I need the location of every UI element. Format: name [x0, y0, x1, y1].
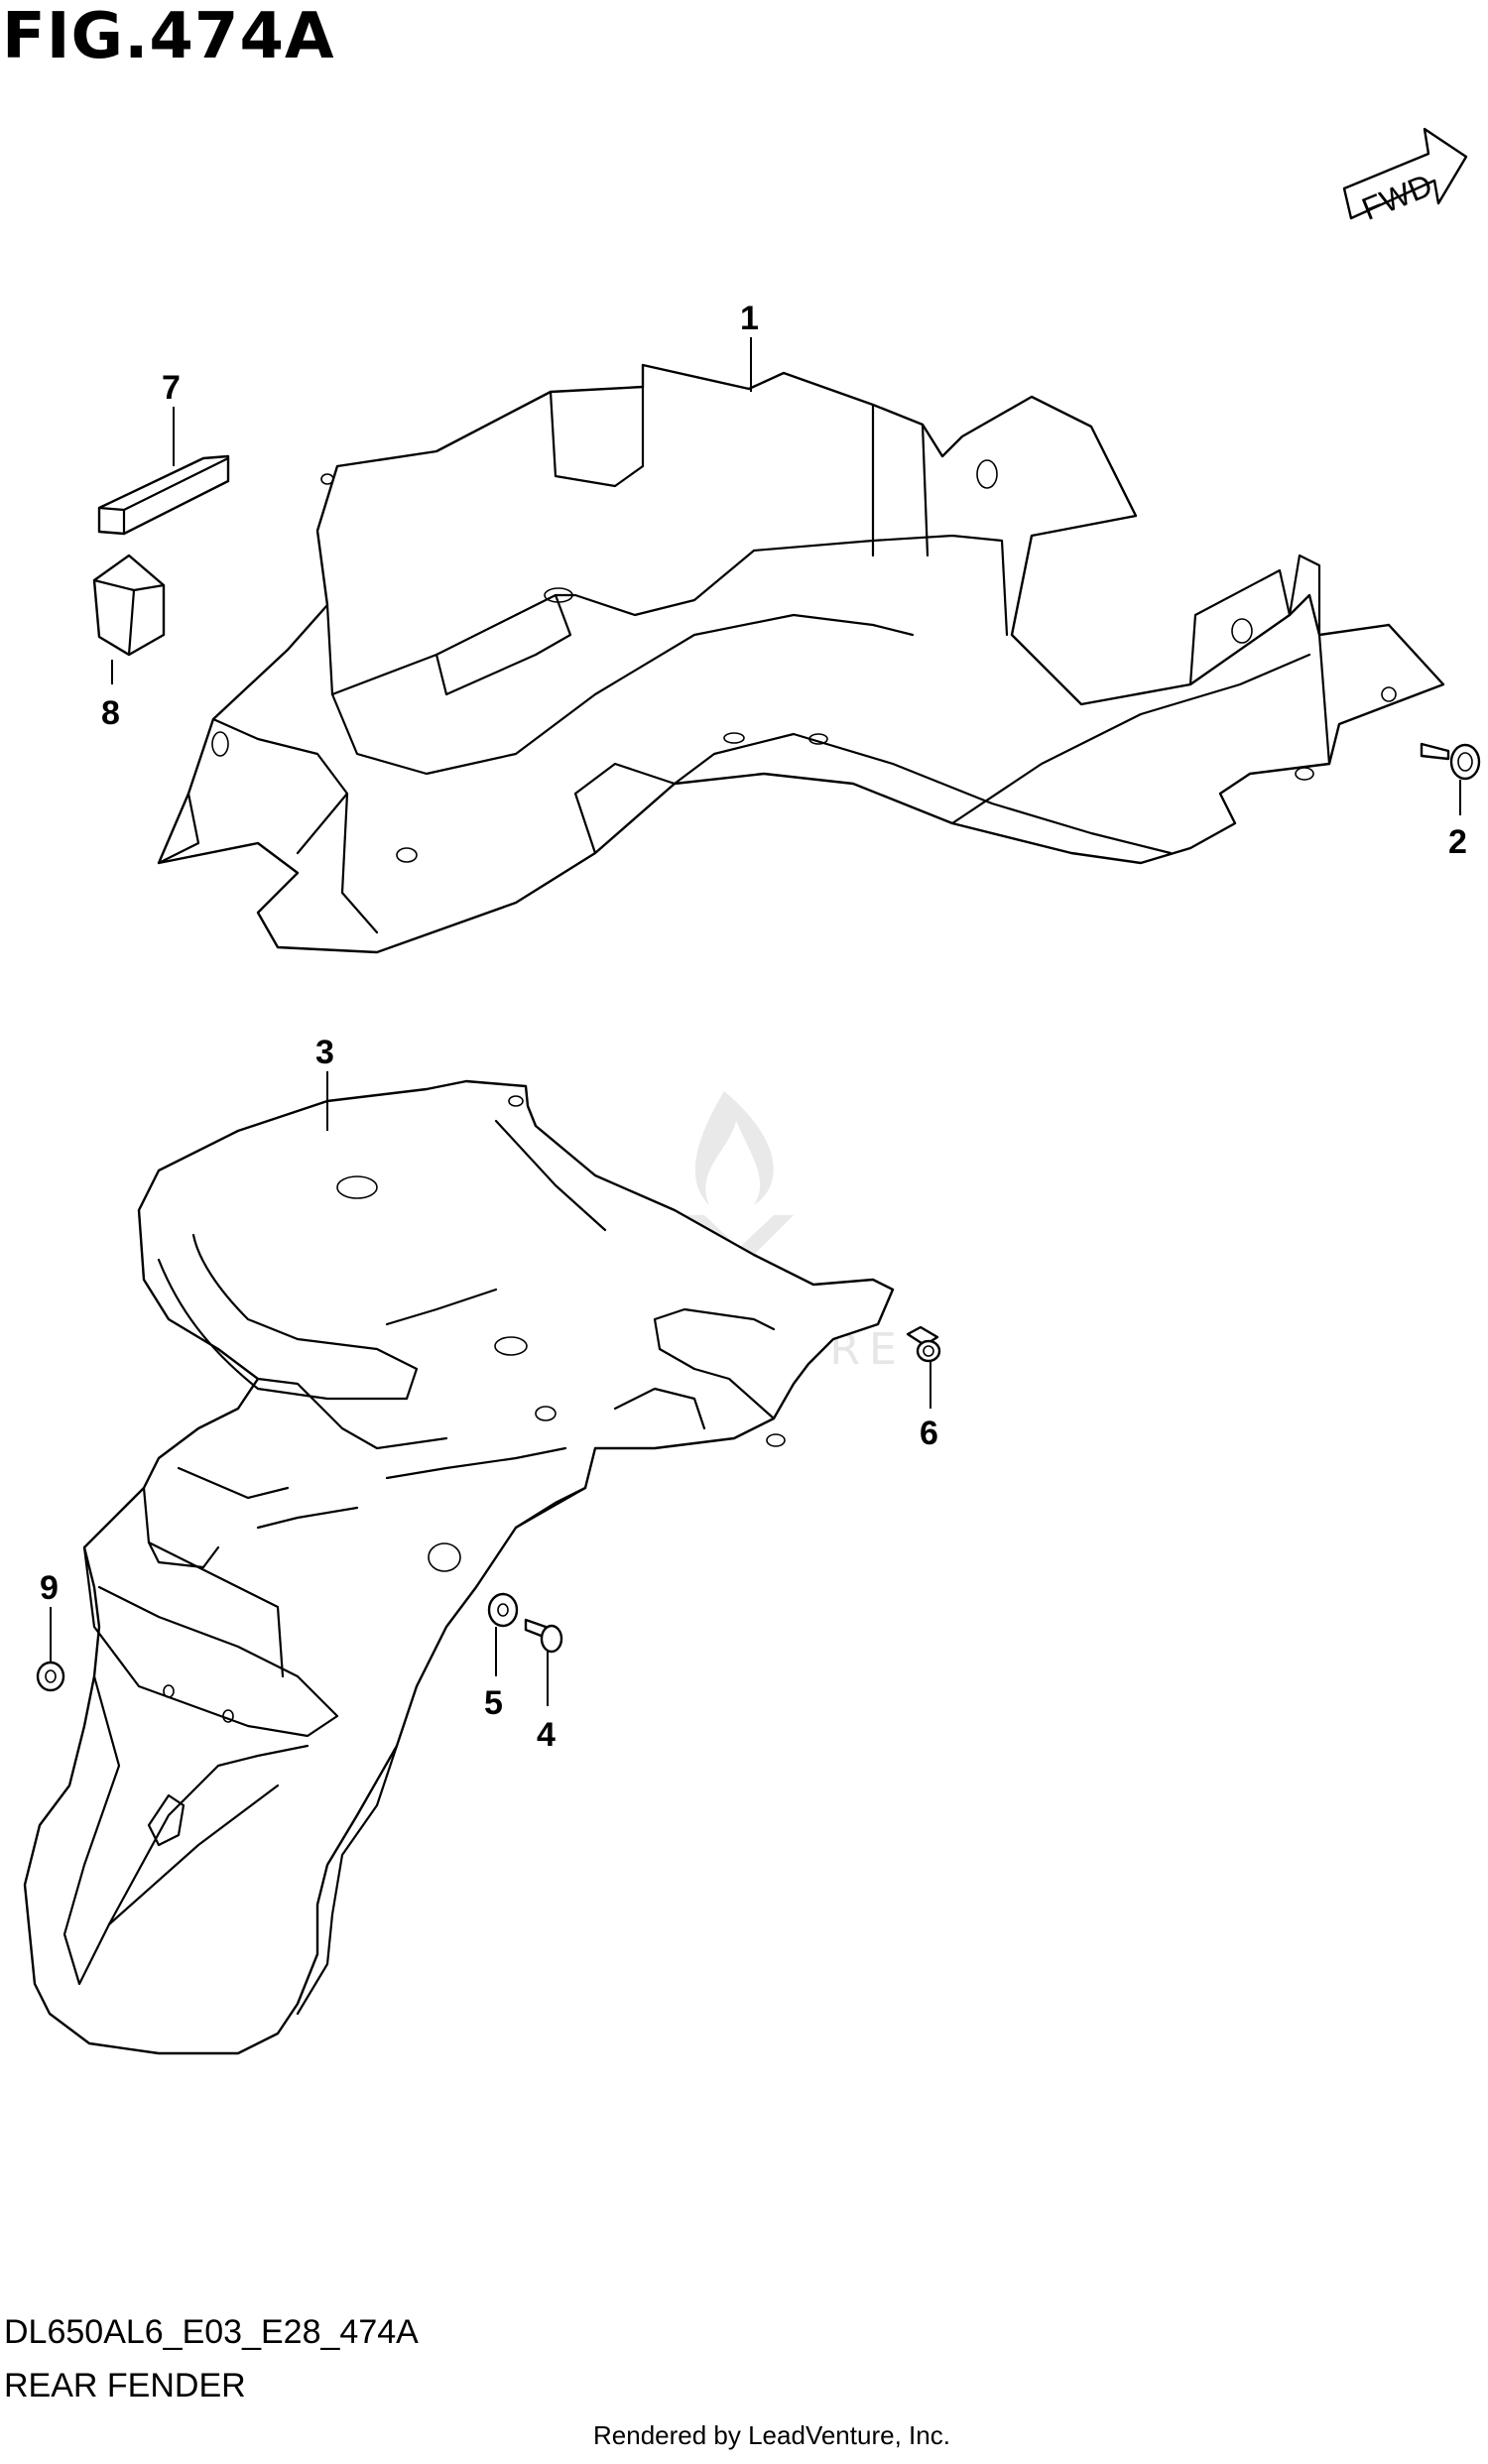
part-9-nut — [36, 1661, 65, 1692]
callout-9: 9 — [40, 1569, 59, 1607]
part-6-clip — [906, 1325, 941, 1363]
forward-direction-arrow: FWD — [1342, 127, 1468, 227]
callout-numbers: 1 2 3 4 5 6 7 8 9 — [40, 300, 1467, 1754]
diagram-code: DL650AL6_E03_E28_474A — [4, 2313, 419, 2351]
part-3-rear-fender — [23, 1079, 895, 2055]
part-1-rear-fender-box — [157, 363, 1445, 954]
leader-lines — [50, 337, 1461, 1706]
render-credit: Rendered by LeadVenture, Inc. — [593, 2420, 950, 2450]
part-8-cushion-block — [92, 554, 166, 657]
callout-8: 8 — [101, 694, 120, 732]
section-name: REAR FENDER — [4, 2367, 246, 2404]
callout-4: 4 — [537, 1716, 556, 1754]
callout-7: 7 — [162, 369, 181, 407]
part-2-bolt — [1420, 742, 1481, 781]
part-4-screw — [524, 1618, 563, 1654]
callout-6: 6 — [920, 1415, 938, 1452]
part-7-cushion-strip — [97, 454, 230, 536]
callout-1: 1 — [740, 300, 759, 337]
callout-3: 3 — [315, 1034, 334, 1071]
part-5-washer — [487, 1592, 519, 1628]
callout-2: 2 — [1448, 823, 1467, 861]
figure-title: FIG.474A — [2, 0, 335, 73]
callout-5: 5 — [484, 1684, 503, 1722]
